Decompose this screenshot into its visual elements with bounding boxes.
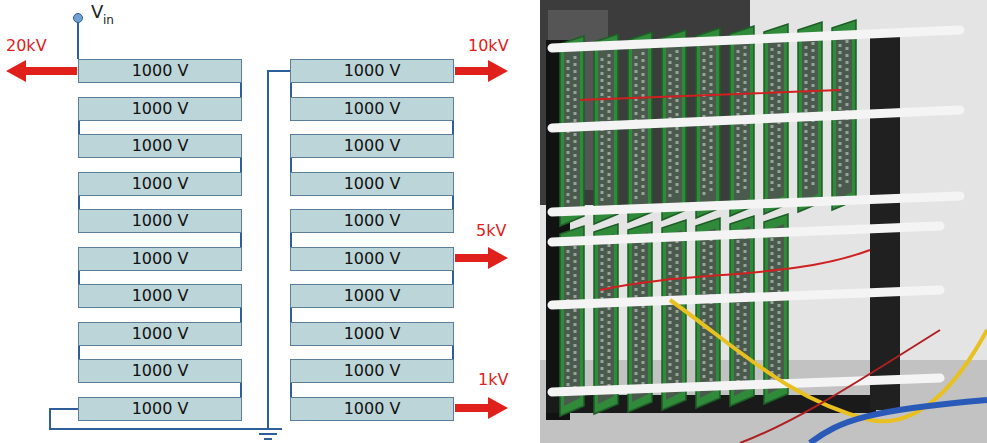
- voltage-stage-box: 1000 V: [78, 397, 242, 421]
- voltage-stage-box: 1000 V: [78, 172, 242, 196]
- series-wire: [78, 271, 80, 284]
- support-rod: [552, 196, 960, 212]
- series-wire: [78, 196, 80, 209]
- series-wire: [452, 196, 454, 209]
- tap-voltage-label: 20kV: [6, 38, 47, 54]
- pcb-board: [730, 216, 754, 406]
- stage-voltage: 1000 V: [344, 176, 401, 192]
- input-wire: [77, 22, 79, 59]
- support-rod: [552, 226, 940, 242]
- stage-voltage: 1000 V: [132, 363, 189, 379]
- support-rod: [552, 110, 960, 128]
- pcb-board: [662, 220, 686, 410]
- voltage-stage-box: 1000 V: [78, 97, 242, 121]
- stack-photo: [540, 0, 987, 443]
- series-wire: [290, 158, 292, 172]
- input-terminal: [74, 14, 83, 23]
- support-rod: [552, 378, 940, 392]
- pcb-board: [628, 222, 652, 412]
- series-wire: [240, 158, 242, 172]
- series-wire: [452, 346, 454, 359]
- voltage-stage-box: 1000 V: [78, 322, 242, 346]
- voltage-stage-box: 1000 V: [290, 134, 454, 158]
- voltage-stage-box: 1000 V: [290, 397, 454, 421]
- voltage-stage-box: 1000 V: [290, 247, 454, 271]
- red-wire: [740, 330, 940, 443]
- stage-voltage: 1000 V: [344, 363, 401, 379]
- rods: [552, 30, 960, 392]
- voltage-stage-box: 1000 V: [290, 284, 454, 308]
- stage-voltage: 1000 V: [132, 288, 189, 304]
- series-wire: [240, 308, 242, 322]
- voltage-stage-box: 1000 V: [78, 209, 242, 233]
- voltage-stage-box: 1000 V: [290, 172, 454, 196]
- series-wire: [290, 308, 292, 322]
- stage-voltage: 1000 V: [344, 401, 401, 417]
- series-wire: [78, 121, 80, 134]
- stage-voltage: 1000 V: [344, 101, 401, 117]
- voltage-stage-box: 1000 V: [78, 284, 242, 308]
- photo-background: [540, 0, 987, 443]
- voltage-stage-box: 1000 V: [290, 359, 454, 383]
- stage-voltage: 1000 V: [132, 138, 189, 154]
- voltage-stage-box: 1000 V: [290, 322, 454, 346]
- series-wire: [290, 383, 292, 397]
- stage-voltage: 1000 V: [344, 326, 401, 342]
- stage-voltage: 1000 V: [132, 63, 189, 79]
- voltage-stage-box: 1000 V: [290, 97, 454, 121]
- blue-cable: [810, 400, 987, 443]
- stage-voltage: 1000 V: [344, 138, 401, 154]
- input-label: V: [91, 3, 103, 21]
- support-rod: [552, 30, 960, 48]
- stage-voltage: 1000 V: [132, 213, 189, 229]
- series-wire: [290, 233, 292, 247]
- stage-voltage: 1000 V: [132, 326, 189, 342]
- series-wire: [452, 271, 454, 284]
- tap-arrow: [455, 60, 508, 82]
- voltage-stage-box: 1000 V: [290, 59, 454, 83]
- series-wire: [240, 233, 242, 247]
- voltage-stage-box: 1000 V: [78, 134, 242, 158]
- voltage-stage-box: 1000 V: [78, 359, 242, 383]
- series-wire: [290, 83, 292, 97]
- stage-voltage: 1000 V: [344, 288, 401, 304]
- series-wire: [452, 121, 454, 134]
- ground-line: [259, 433, 277, 435]
- stage-voltage: 1000 V: [132, 176, 189, 192]
- tap-arrows: [6, 60, 508, 419]
- tap-voltage-label: 1kV: [478, 372, 508, 388]
- stage-voltage: 1000 V: [344, 251, 401, 267]
- series-wire: [78, 346, 80, 359]
- stage-voltage: 1000 V: [132, 251, 189, 267]
- tap-arrow: [6, 60, 77, 82]
- red-wire: [580, 90, 870, 290]
- stage-voltage: 1000 V: [344, 63, 401, 79]
- rack-side: [870, 30, 900, 410]
- ground-symbol: [254, 429, 282, 439]
- tap-arrow: [455, 397, 508, 419]
- tap-voltage-label: 10kV: [468, 38, 509, 54]
- stage-voltage: 1000 V: [132, 101, 189, 117]
- tap-arrow: [455, 247, 508, 269]
- stage-voltage: 1000 V: [132, 401, 189, 417]
- tap-voltage-label: 5kV: [476, 223, 506, 239]
- voltage-stage-box: 1000 V: [78, 59, 242, 83]
- series-wire: [240, 83, 242, 97]
- pcb-board: [696, 218, 720, 408]
- series-wire: [50, 71, 290, 429]
- ground-line: [264, 438, 272, 440]
- input-label: in: [103, 14, 114, 26]
- voltage-stage-box: 1000 V: [78, 247, 242, 271]
- voltage-stage-box: 1000 V: [290, 209, 454, 233]
- series-wire: [240, 383, 242, 397]
- stage-voltage: 1000 V: [344, 213, 401, 229]
- support-rod: [552, 290, 940, 305]
